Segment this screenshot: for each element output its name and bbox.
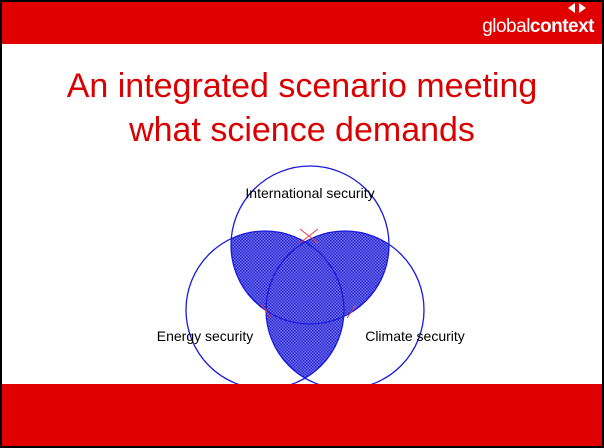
intersection-marker-top [299, 228, 319, 244]
header-bar: global context [2, 2, 602, 44]
intersection-marker-left [261, 304, 272, 319]
intersection-marker-right [346, 304, 357, 319]
label-energy-security: Energy security [157, 328, 253, 344]
logo-arrows-icon [568, 3, 586, 13]
footer-bar [2, 384, 602, 446]
logo-text-context: context [529, 16, 595, 37]
slide-title: An integrated scenario meeting what scie… [2, 64, 602, 152]
title-line-2: what science demands [129, 111, 475, 149]
label-climate-security: Climate security [365, 328, 465, 344]
title-line-1: An integrated scenario meeting [66, 67, 538, 105]
overlap-left-right [266, 231, 344, 389]
logo-text-global: global [482, 16, 530, 37]
globalcontext-logo: global context [482, 3, 595, 38]
label-international-security: International security [245, 185, 374, 201]
